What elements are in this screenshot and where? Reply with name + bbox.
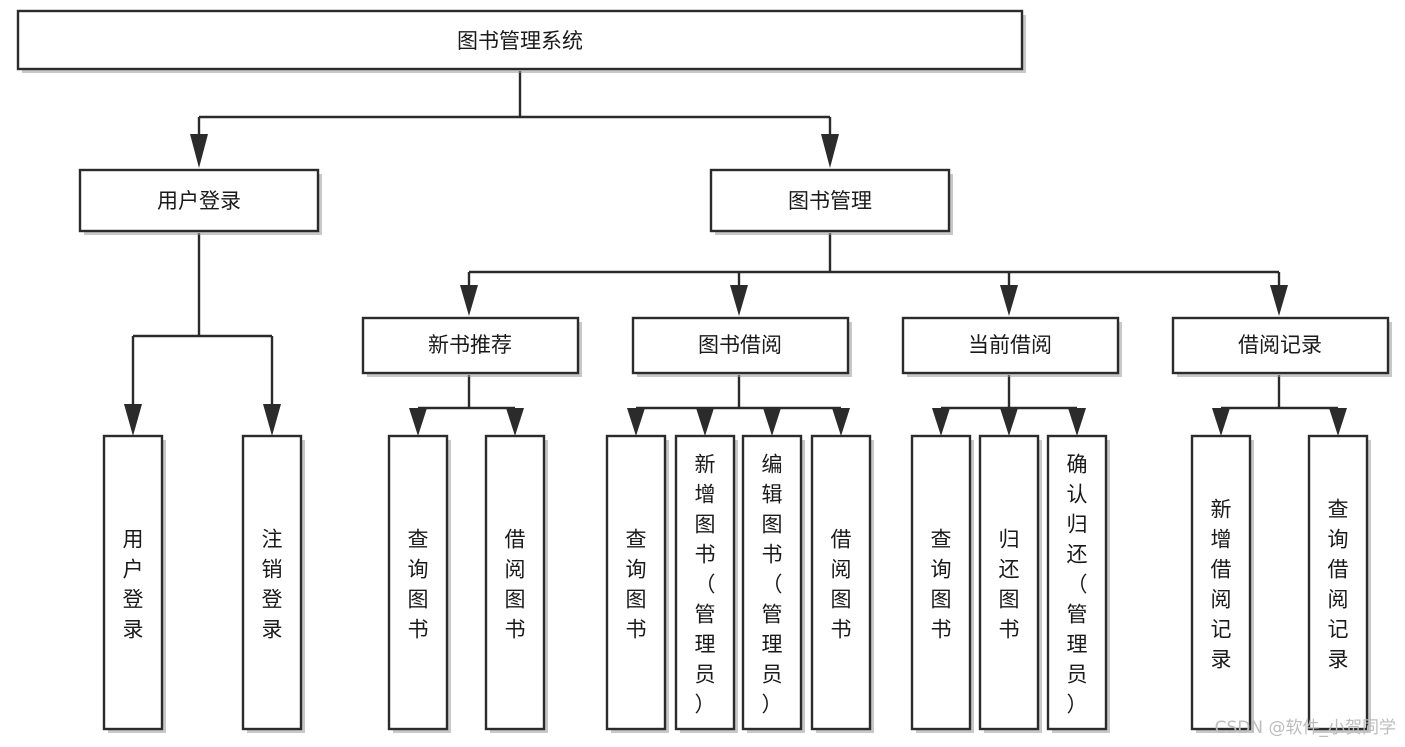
leaf-add-book-label: 新增图书（管理员）	[695, 452, 716, 716]
root-box[interactable]	[16, 9, 1024, 71]
leaf-query-book-3-box[interactable]	[910, 434, 972, 731]
leaf-query-book-2-box[interactable]	[605, 434, 667, 731]
leaf-edit-book-label: 编辑图书（管理员）	[762, 452, 783, 716]
leaf-user-login-box[interactable]	[102, 434, 164, 731]
leaf-edit-book-box[interactable]	[741, 434, 803, 731]
arrow-to-leaf-user-login	[124, 404, 142, 436]
node-leaf-logout-login[interactable]: 注销登录	[241, 434, 305, 733]
borrow-record-label: 借阅记录	[1238, 333, 1322, 357]
leaf-borrow-book-1-label: 借阅图书	[505, 527, 526, 641]
current-borrow-label: 当前借阅	[968, 333, 1052, 357]
new-book-recommend-box[interactable]	[361, 316, 580, 375]
leaf-query-record-box[interactable]	[1307, 434, 1369, 731]
book-borrow-box[interactable]	[631, 316, 850, 375]
arrow-to-user-login	[190, 134, 208, 168]
book-management-box[interactable]	[709, 168, 951, 233]
arrow-to-new-book-recommend	[460, 285, 478, 316]
node-leaf-edit-book[interactable]: 编辑图书（管理员）	[741, 434, 805, 733]
leaf-return-book-box[interactable]	[978, 434, 1040, 731]
node-user-login[interactable]: 用户登录	[78, 168, 322, 235]
leaf-query-book-1-box[interactable]	[387, 434, 449, 731]
arrow-to-leaf-add-record	[1212, 408, 1230, 436]
arrow-to-leaf-borrow-book-1	[506, 408, 524, 436]
leaf-user-login-label: 用户登录	[123, 527, 144, 641]
leaf-logout-login-label: 注销登录	[262, 527, 283, 641]
leaf-query-book-1-label: 查询图书	[408, 527, 429, 641]
node-root[interactable]: 图书管理系统	[16, 9, 1026, 73]
arrow-to-leaf-logout-login	[263, 404, 281, 436]
node-leaf-borrow-book-1[interactable]: 借阅图书	[484, 434, 548, 733]
watermark-label: CSDN @软件_小贺同学	[1215, 718, 1396, 738]
node-leaf-return-book[interactable]: 归还图书	[978, 434, 1042, 733]
node-borrow-record[interactable]: 借阅记录	[1171, 316, 1392, 377]
arrow-to-current-borrow	[1000, 285, 1018, 316]
borrow-record-box[interactable]	[1171, 316, 1390, 375]
node-leaf-add-record[interactable]: 新增借阅记录	[1190, 434, 1254, 733]
node-leaf-confirm-return[interactable]: 确认归还（管理员）	[1046, 434, 1110, 733]
leaf-add-record-box[interactable]	[1190, 434, 1252, 731]
leaf-return-book-label: 归还图书	[999, 527, 1020, 641]
new-book-recommend-label: 新书推荐	[428, 333, 512, 357]
arrow-to-book-management	[821, 134, 839, 168]
leaf-borrow-book-2-label: 借阅图书	[831, 527, 852, 641]
arrow-to-leaf-query-book-1	[409, 408, 427, 436]
node-leaf-user-login[interactable]: 用户登录	[102, 434, 166, 733]
node-current-borrow[interactable]: 当前借阅	[901, 316, 1122, 377]
connector-layer	[124, 71, 1347, 436]
leaf-query-record-label: 查询借阅记录	[1328, 497, 1349, 671]
arrow-to-leaf-add-book	[696, 408, 714, 436]
node-book-management[interactable]: 图书管理	[709, 168, 953, 235]
user-login-box[interactable]	[78, 168, 320, 233]
arrow-to-leaf-query-book-3	[932, 408, 950, 436]
arrow-to-leaf-confirm-return	[1068, 408, 1086, 436]
leaf-add-record-label: 新增借阅记录	[1211, 497, 1232, 671]
arrow-to-leaf-return-book	[1000, 408, 1018, 436]
arrow-to-leaf-query-book-2	[627, 408, 645, 436]
user-login-label: 用户登录	[157, 189, 241, 213]
arrow-to-leaf-edit-book	[763, 408, 781, 436]
book-management-label: 图书管理	[788, 189, 872, 213]
leaf-confirm-return-label: 确认归还（管理员）	[1067, 452, 1088, 716]
leaf-query-book-2-label: 查询图书	[626, 527, 647, 641]
node-new-book-recommend[interactable]: 新书推荐	[361, 316, 582, 377]
leaf-borrow-book-1-box[interactable]	[484, 434, 546, 731]
arrow-to-borrow-record	[1270, 285, 1288, 316]
current-borrow-box[interactable]	[901, 316, 1120, 375]
node-leaf-query-book-2[interactable]: 查询图书	[605, 434, 669, 733]
leaf-query-book-3-label: 查询图书	[931, 527, 952, 641]
arrow-to-leaf-borrow-book-2	[832, 408, 850, 436]
node-leaf-borrow-book-2[interactable]: 借阅图书	[810, 434, 874, 733]
leaf-borrow-book-2-box[interactable]	[810, 434, 872, 731]
node-leaf-query-book-3[interactable]: 查询图书	[910, 434, 974, 733]
leaf-confirm-return-box[interactable]	[1046, 434, 1108, 731]
leaf-logout-login-box[interactable]	[241, 434, 303, 731]
node-leaf-add-book[interactable]: 新增图书（管理员）	[674, 434, 738, 733]
node-leaf-query-book-1[interactable]: 查询图书	[387, 434, 451, 733]
leaf-add-book-box[interactable]	[674, 434, 736, 731]
arrow-to-leaf-query-record	[1329, 408, 1347, 436]
book-borrow-label: 图书借阅	[698, 333, 782, 357]
node-book-borrow[interactable]: 图书借阅	[631, 316, 852, 377]
root-label: 图书管理系统	[457, 29, 583, 53]
node-leaf-query-record[interactable]: 查询借阅记录	[1307, 434, 1371, 733]
arrow-to-book-borrow	[730, 285, 748, 316]
